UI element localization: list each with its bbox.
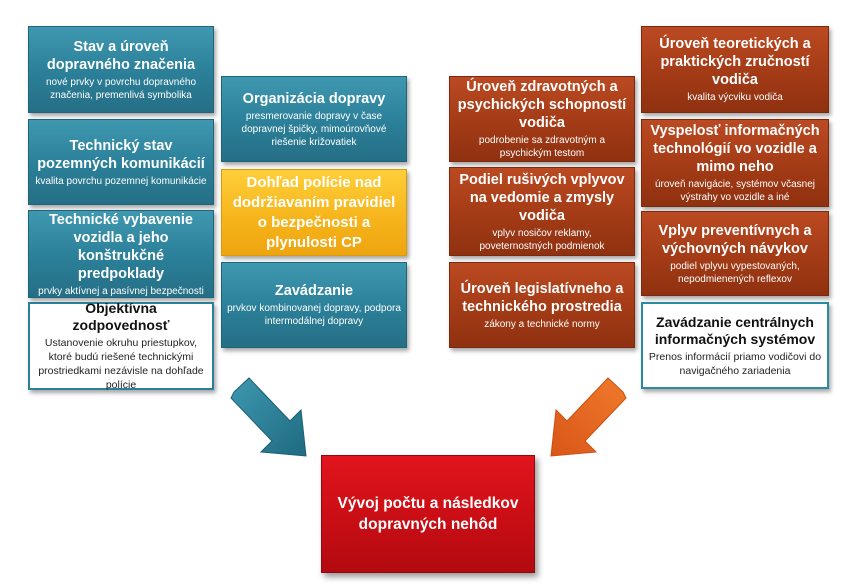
box-title: Vyspelosť informačných technológií vo vo… bbox=[650, 123, 820, 175]
box-vyvoj-nehod: Vývoj počtu a následkov dopravných nehôd bbox=[321, 455, 535, 573]
box-title: Objektívna zodpovednosť bbox=[72, 300, 170, 333]
box-technicke-vybavenie-vozidla: Technické vybavenie vozidla a jeho konšt… bbox=[28, 210, 214, 298]
box-title: Úroveň teoretických a praktických zručno… bbox=[659, 36, 811, 88]
box-subtitle: zákony a technické normy bbox=[484, 318, 600, 330]
box-centralne-informacne-systemy: Zavádzanie centrálnych informačných syst… bbox=[641, 302, 829, 389]
box-subtitle: Ustanovenie okruhu priestupkov, ktoré bu… bbox=[38, 337, 204, 391]
box-subtitle: prvky aktívnej a pasívnej bezpečnosti bbox=[38, 285, 204, 297]
box-subtitle: podiel vplyvu vypestovaných, nepodmienen… bbox=[670, 260, 800, 285]
box-title: Vývoj počtu a následkov dopravných nehôd bbox=[337, 495, 519, 533]
box-title: Zavádzanie centrálnych informačných syst… bbox=[654, 313, 816, 347]
box-title: Organizácia dopravy bbox=[242, 90, 386, 107]
left-arrow bbox=[230, 377, 307, 457]
box-subtitle: kvalita výcviku vodiča bbox=[687, 92, 783, 103]
box-subtitle: prvkov kombinovanej dopravy, podpora int… bbox=[227, 303, 401, 327]
box-title: Úroveň zdravotných a psychických schopno… bbox=[457, 79, 627, 131]
box-title: Technický stav pozemných komunikácií bbox=[37, 137, 205, 172]
box-teoreticke-zrucnosti: Úroveň teoretických a praktických zručno… bbox=[641, 26, 829, 113]
box-subtitle: presmerovanie dopravy v čase dopravnej š… bbox=[241, 110, 387, 148]
box-title: Vplyv preventívnych a výchovných návykov bbox=[658, 222, 812, 257]
box-title: Úroveň legislatívneho a technického pros… bbox=[460, 280, 624, 315]
box-title: Podiel rušivých vplyvov na vedomie a zmy… bbox=[459, 171, 625, 224]
box-title: Technické vybavenie vozidla a jeho konšt… bbox=[48, 211, 193, 282]
box-legislativne-prostredie: Úroveň legislatívneho a technického pros… bbox=[449, 262, 635, 348]
box-zavadzanie-kombinovanej-dopravy: Zavádzanie prvkov kombinovanej dopravy, … bbox=[221, 262, 407, 348]
box-vyspelost-technologii: Vyspelosť informačných technológií vo vo… bbox=[641, 119, 829, 207]
box-dohlad-policie: Dohľad polície nad dodržiavaním pravidie… bbox=[221, 169, 407, 256]
box-subtitle: nové prvky v povrchu dopravného značenia… bbox=[45, 76, 197, 101]
box-preventivne-navyky: Vplyv preventívnych a výchovných návykov… bbox=[641, 211, 829, 296]
box-organizacia-dopravy: Organizácia dopravy presmerovanie doprav… bbox=[221, 76, 407, 162]
box-subtitle: úroveň navigácie, systémov včasnej výstr… bbox=[654, 179, 816, 203]
box-title: Dohľad polície nad dodržiavaním pravidie… bbox=[232, 173, 396, 251]
box-objektivna-zodpovednost: Objektívna zodpovednosť Ustanovenie okru… bbox=[28, 300, 214, 391]
box-subtitle: Prenos informácií priamo vodičovi do nav… bbox=[648, 350, 822, 377]
box-subtitle: kvalita povrchu pozemnej komunikácie bbox=[35, 175, 207, 187]
box-stav-dopravneho-znacenia: Stav a úroveň dopravného značenia nové p… bbox=[28, 26, 214, 113]
box-subtitle: vplyv nosičov reklamy, poveternostných p… bbox=[479, 227, 605, 252]
box-technicky-stav-komunikacii: Technický stav pozemných komunikácií kva… bbox=[28, 119, 214, 205]
box-title: Stav a úroveň dopravného značenia bbox=[46, 38, 196, 73]
box-rusive-vplyvy: Podiel rušivých vplyvov na vedomie a zmy… bbox=[449, 167, 635, 256]
box-zdravotne-schopnosti: Úroveň zdravotných a psychických schopno… bbox=[449, 76, 635, 162]
right-arrow bbox=[550, 377, 627, 457]
box-subtitle: podrobenie sa zdravotným a psychickým te… bbox=[478, 135, 606, 159]
box-title: Zavádzanie bbox=[274, 283, 354, 299]
